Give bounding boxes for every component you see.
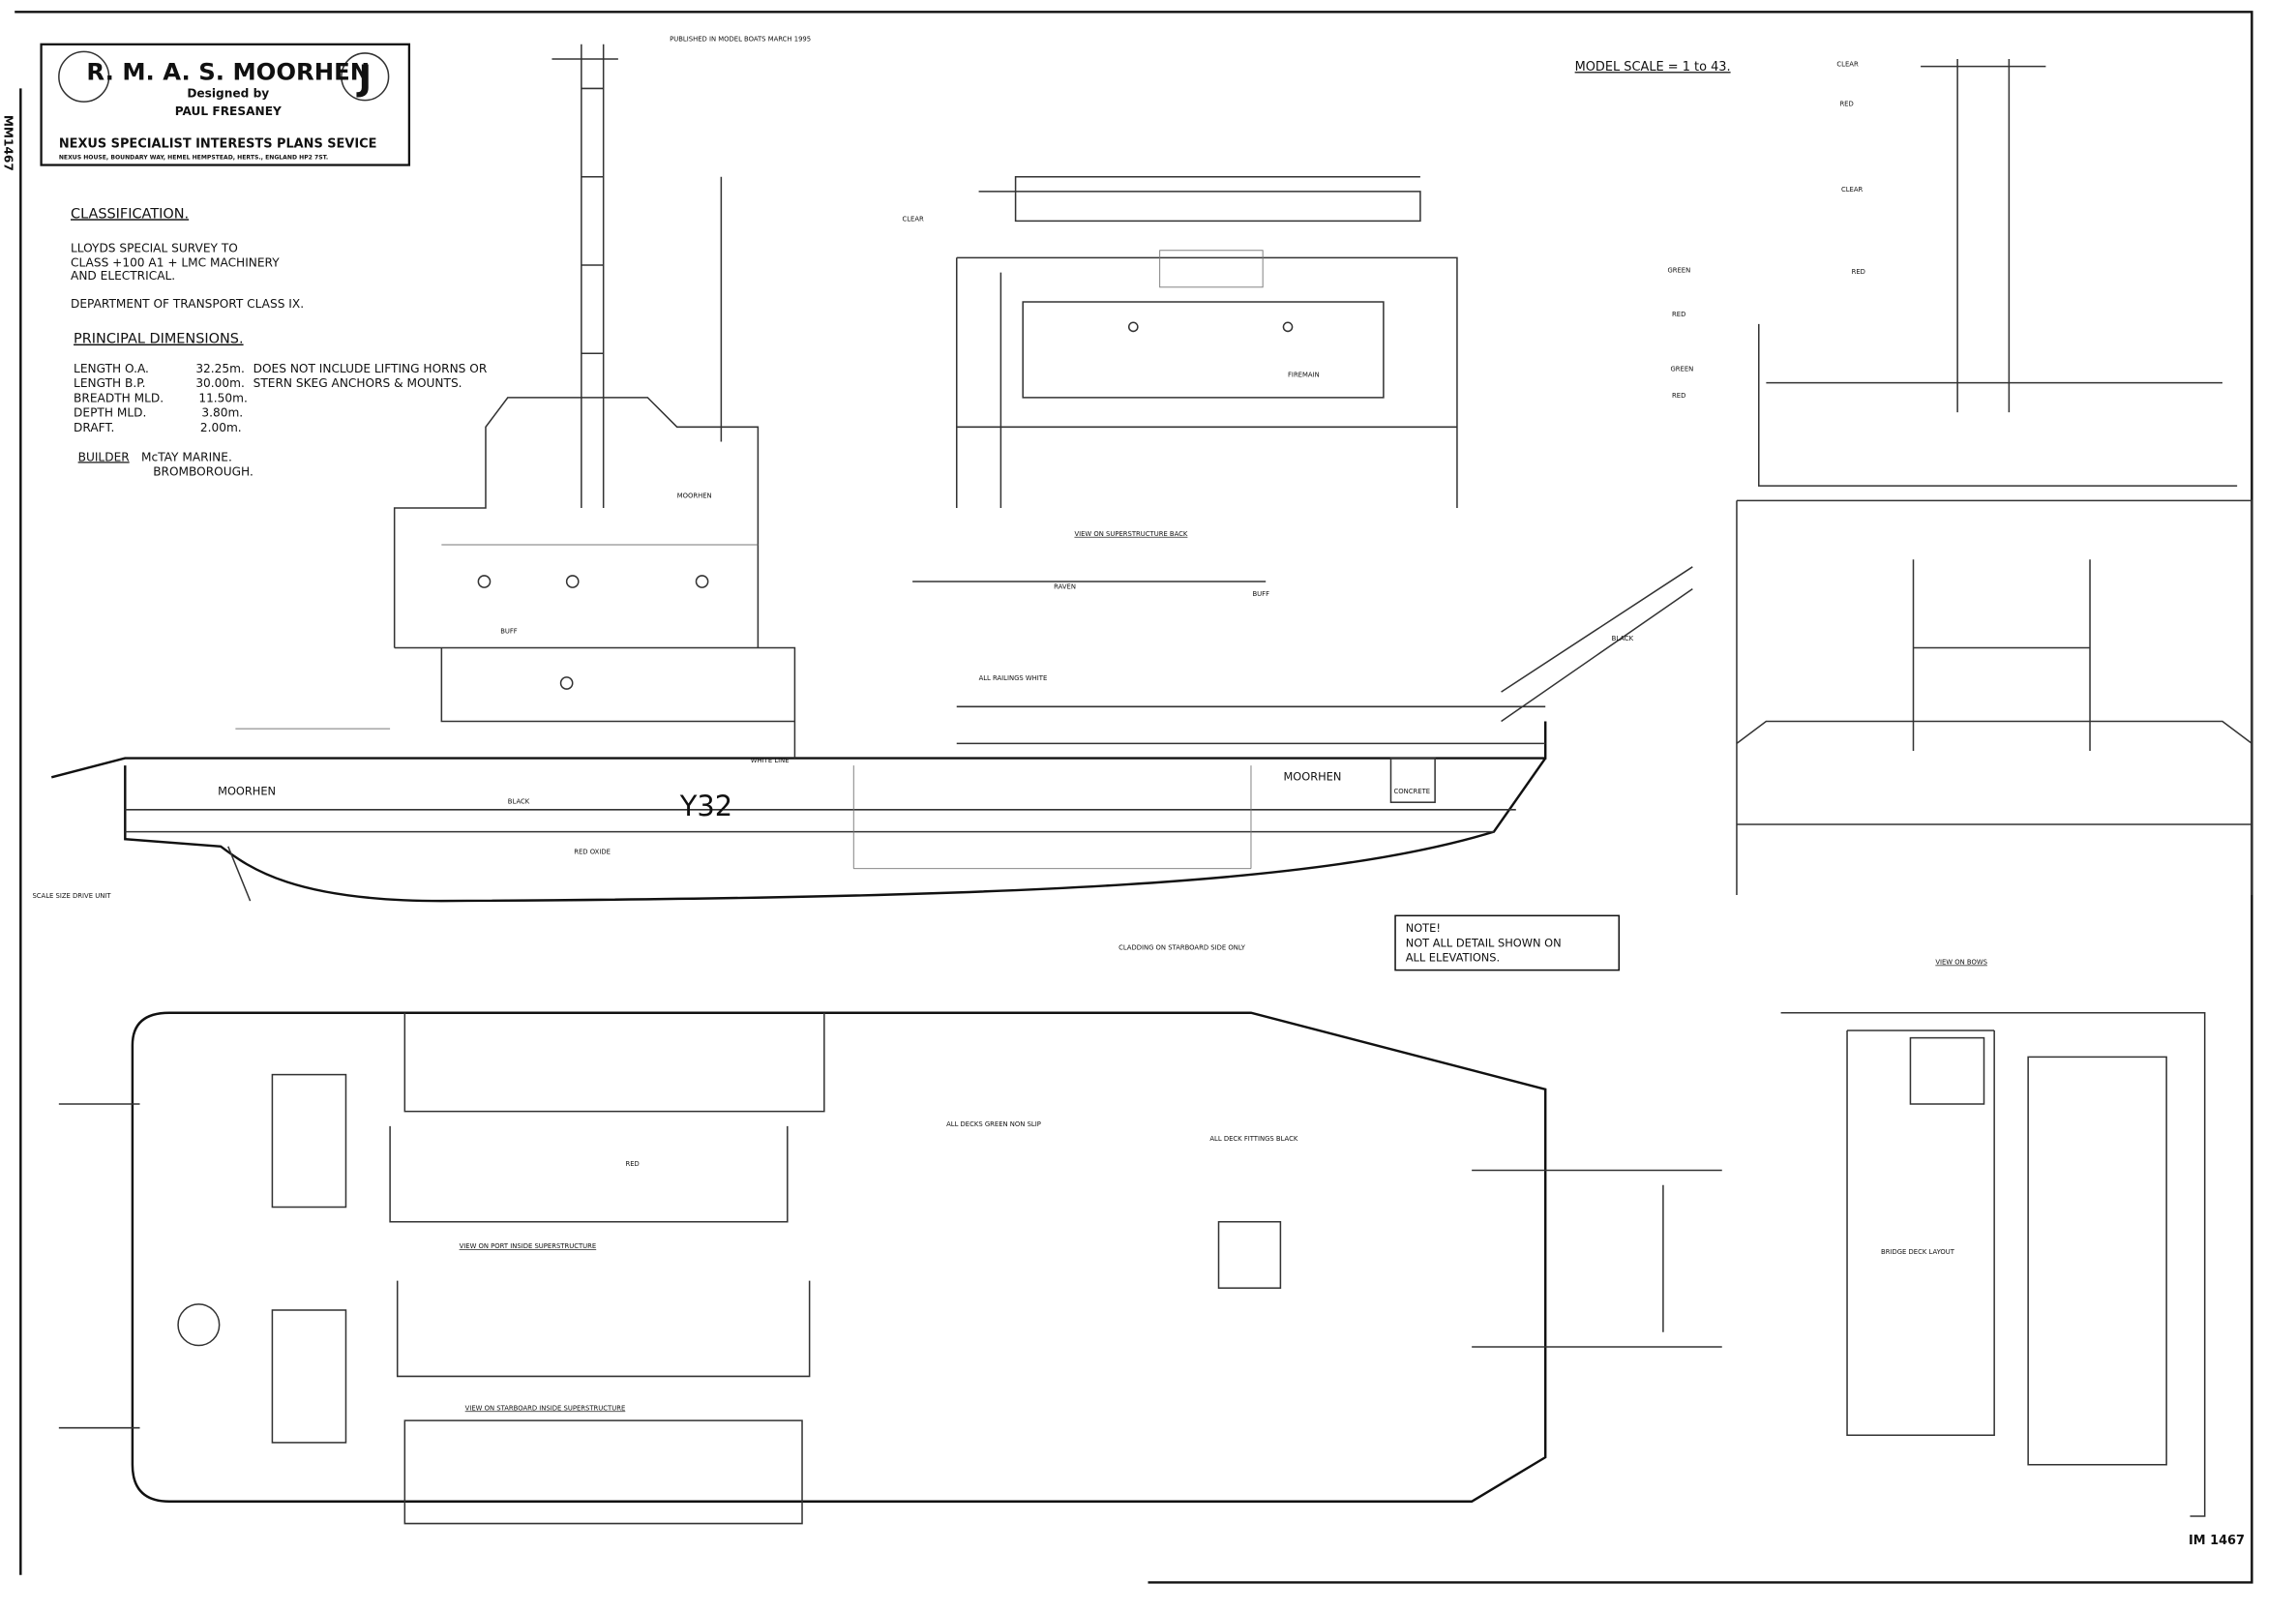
svg-text:RED: RED (625, 1160, 639, 1168)
view-label-starboard-inside: VIEW ON STARBOARD INSIDE SUPERSTRUCTURE (465, 1404, 626, 1412)
sheet-letter: J (355, 57, 372, 99)
classification-heading: CLASSIFICATION. (71, 206, 189, 222)
svg-text:BLACK: BLACK (1612, 635, 1634, 642)
title-circle-left (58, 50, 110, 103)
side-reference: MM1467 (2, 115, 15, 171)
svg-text:DOES NOT INCLUDE LIFTING HORNS: DOES NOT INCLUDE LIFTING HORNS OR (253, 362, 488, 375)
svg-text:STERN SKEG ANCHORS & MOUNTS.: STERN SKEG ANCHORS & MOUNTS. (253, 376, 462, 390)
view-label-port-inside: VIEW ON PORT INSIDE SUPERSTRUCTURE (460, 1242, 597, 1250)
bridge-deck-layout: BRIDGE DECK LAYOUT (1780, 1011, 2206, 1517)
svg-text:RED: RED (1672, 392, 1685, 400)
bows-view: CLEAR RED CLEAR GREEN RED RED GREEN RED … (1667, 59, 2253, 967)
svg-text:GREEN: GREEN (1671, 365, 1694, 373)
publisher: NEXUS SPECIALIST INTERESTS PLANS SEVICE (59, 136, 377, 151)
svg-text:LENGTH O.A.: LENGTH O.A. (74, 362, 149, 375)
drive-unit-label: SCALE SIZE DRIVE UNIT (32, 892, 111, 900)
sheet-border (15, 11, 2253, 1584)
designed-by: Designed by (187, 87, 269, 101)
svg-text:BUFF: BUFF (500, 627, 518, 635)
published-note: PUBLISHED IN MODEL BOATS MARCH 1995 (670, 36, 811, 44)
svg-text:GREEN: GREEN (1667, 267, 1690, 275)
model-scale: MODEL SCALE = 1 to 43. (1575, 60, 1731, 75)
svg-text:DRAFT.: DRAFT. (74, 421, 114, 434)
view-label-superstructure-back: VIEW ON SUPERSTRUCTURE BACK (1074, 530, 1187, 538)
address: NEXUS HOUSE, BOUNDARY WAY, HEMEL HEMPSTE… (59, 154, 328, 161)
svg-text:RED: RED (1852, 268, 1865, 276)
plan-number: IM 1467 (2189, 1534, 2245, 1548)
svg-text:NOTE!: NOTE! (1406, 921, 1441, 935)
dimension-rows: LENGTH O.A. 32.25m. DOES NOT INCLUDE LIFTI… (74, 362, 488, 434)
fittings-color-label: ALL DECK FITTINGS BLACK (1209, 1135, 1297, 1143)
svg-text:30.00m.: 30.00m. (195, 376, 245, 390)
title-block: J R. M. A. S. MOORHEN Designed by PAUL F… (40, 43, 411, 166)
svg-text:2.00m.: 2.00m. (200, 421, 242, 434)
svg-text:CLEAR: CLEAR (902, 215, 924, 223)
cladding-label: CLADDING ON STARBOARD SIDE ONLY (1118, 943, 1246, 951)
builder-location: BROMBOROUGH. (153, 465, 253, 479)
svg-text:NOT ALL DETAIL SHOWN ON: NOT ALL DETAIL SHOWN ON (1406, 936, 1562, 949)
view-label-bridge-deck: BRIDGE DECK LAYOUT (1881, 1248, 1955, 1256)
deck-plan: ALL DECKS GREEN NON SLIP ALL DECK FITTIN… (58, 1011, 1722, 1525)
designer: PAUL FRESANEY (175, 104, 282, 118)
classification-line: LLOYDS SPECIAL SURVEY TO (71, 241, 238, 254)
svg-text:CLEAR: CLEAR (1836, 61, 1859, 69)
hull-name-fwd: MOORHEN (1283, 769, 1341, 783)
svg-text:MOORHEN: MOORHEN (677, 492, 712, 499)
svg-text:DEPTH MLD.: DEPTH MLD. (74, 406, 146, 420)
svg-text:ALL RAILINGS WHITE: ALL RAILINGS WHITE (979, 674, 1048, 682)
dot-class: DEPARTMENT OF TRANSPORT CLASS IX. (71, 297, 304, 311)
superstructure-back-view: CLEAR FIREMAIN VIEW ON SUPERSTRUCTURE BA… (902, 175, 1458, 538)
svg-text:FIREMAIN: FIREMAIN (1288, 372, 1320, 379)
title: R. M. A. S. MOORHEN (86, 57, 370, 85)
svg-text:BUFF: BUFF (1253, 590, 1270, 598)
builder-label: BUILDER (78, 450, 131, 463)
classification-line: AND ELECTRICAL. (71, 269, 175, 283)
svg-text:BLACK: BLACK (508, 798, 530, 806)
note-box: NOTE! NOT ALL DETAIL SHOWN ON ALL ELEVAT… (1394, 914, 1621, 971)
svg-text:11.50m.: 11.50m. (198, 391, 248, 404)
svg-text:RED: RED (1839, 101, 1853, 108)
svg-text:LENGTH B.P.: LENGTH B.P. (74, 376, 145, 390)
svg-text:3.80m.: 3.80m. (201, 406, 243, 420)
svg-text:RED: RED (1672, 311, 1685, 318)
dimensions-heading: PRINCIPAL DIMENSIONS. (74, 332, 244, 347)
hull-name-aft: MOORHEN (218, 785, 276, 798)
svg-text:ALL ELEVATIONS.: ALL ELEVATIONS. (1406, 950, 1500, 964)
pennant-number: Y32 (679, 790, 732, 822)
svg-text:CLEAR: CLEAR (1841, 186, 1864, 194)
builder-name: McTAY MARINE. (141, 450, 232, 463)
svg-text:RED OXIDE: RED OXIDE (574, 848, 611, 855)
svg-text:CONCRETE: CONCRETE (1394, 788, 1431, 795)
side-elevation: BUFF MOORHEN MOORHEN MOORHEN BLACK BLACK… (32, 44, 1693, 951)
svg-text:32.25m.: 32.25m. (195, 362, 245, 375)
svg-text:BREADTH MLD.: BREADTH MLD. (74, 391, 164, 404)
deck-color-label: ALL DECKS GREEN NON SLIP (946, 1120, 1041, 1128)
classification-line: CLASS +100 A1 + LMC MACHINERY (71, 255, 280, 269)
specifications: CLASSIFICATION. LLOYDS SPECIAL SURVEY TO… (71, 206, 488, 478)
svg-text:RAVEN: RAVEN (1054, 583, 1076, 591)
view-label-bows: VIEW ON BOWS (1935, 959, 1987, 967)
svg-text:WHITE LINE: WHITE LINE (751, 757, 790, 764)
